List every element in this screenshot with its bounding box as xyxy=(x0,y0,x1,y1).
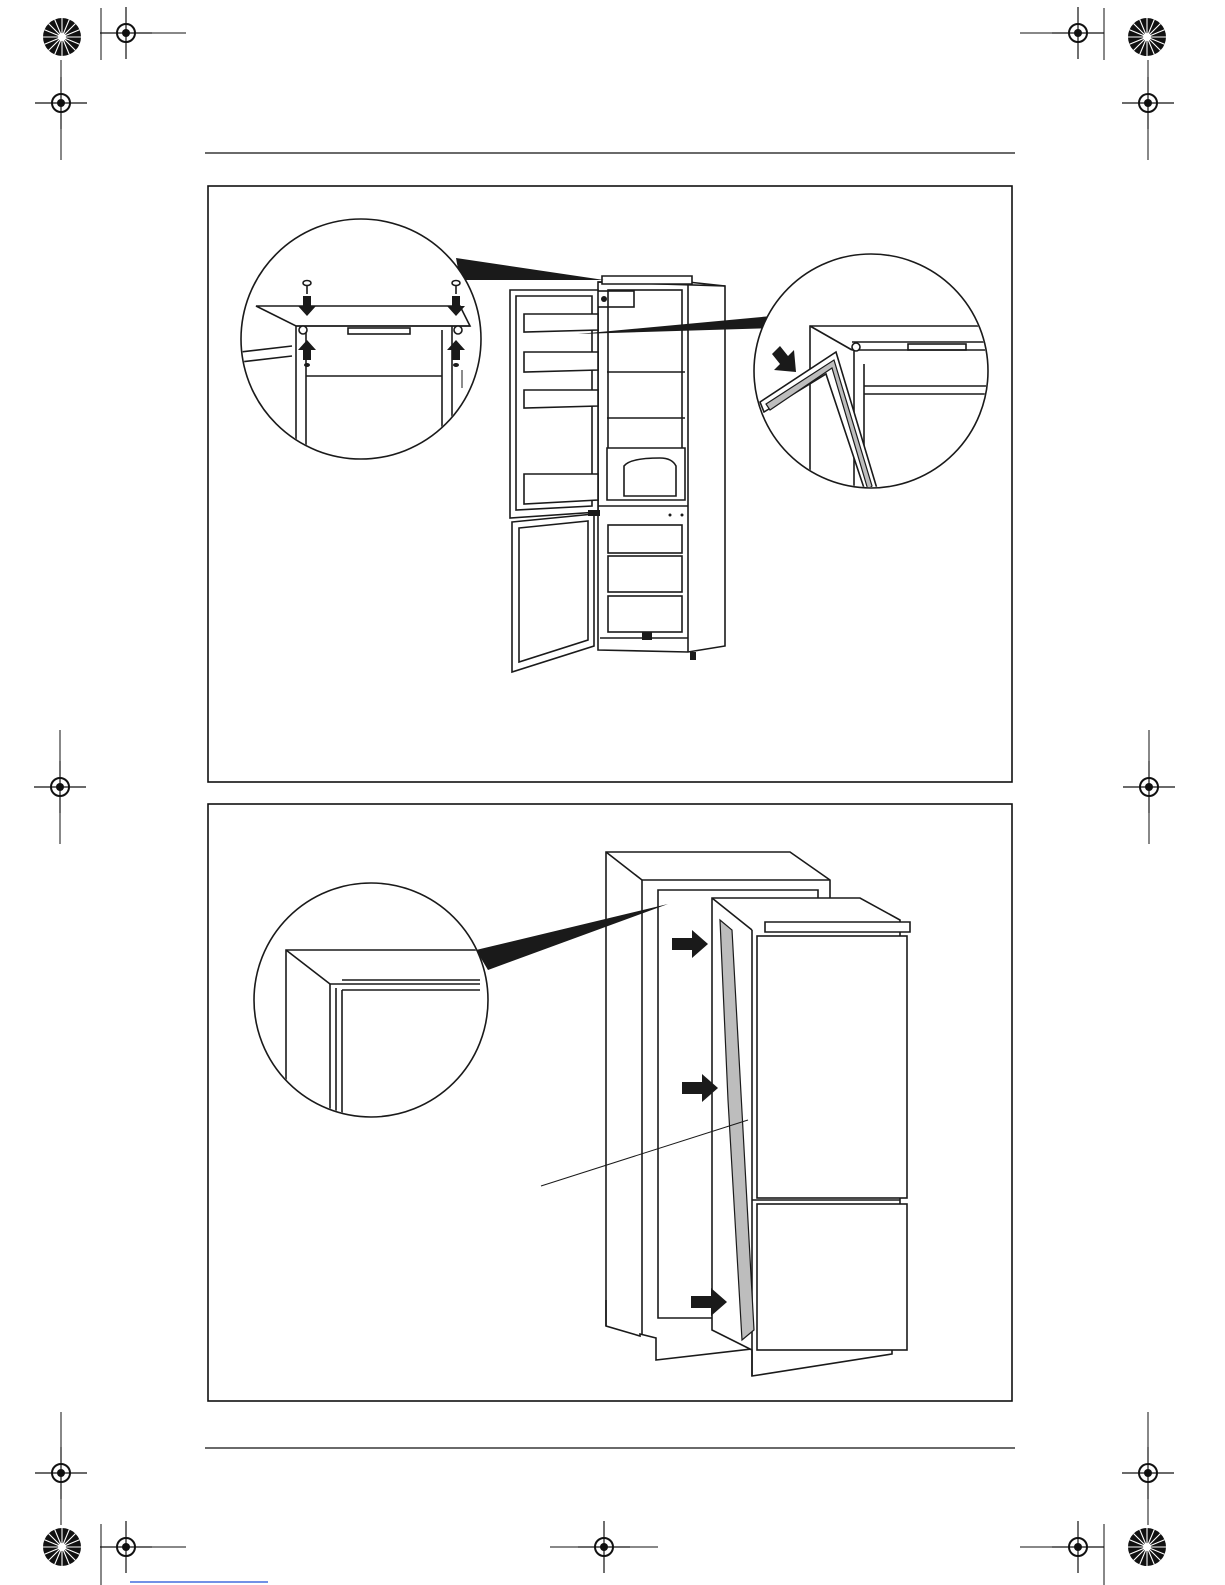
crop-marks xyxy=(34,7,1175,1585)
callout-wedge-left xyxy=(456,258,604,280)
figure-1-panel xyxy=(208,186,1012,782)
freezer-drawer-3 xyxy=(608,596,682,632)
nut-icon xyxy=(453,363,459,367)
starburst-mark-bottom-right xyxy=(1128,1528,1166,1566)
lower-hinge xyxy=(642,632,652,640)
starburst-mark-bottom-left xyxy=(43,1528,81,1566)
freezer-drawer-1 xyxy=(608,525,682,553)
middle-hinge xyxy=(588,510,600,516)
figure-2-panel xyxy=(208,804,1012,1401)
door-bin-2 xyxy=(524,352,598,372)
built-in-appliance xyxy=(712,898,910,1376)
door-bin-4 xyxy=(524,474,598,504)
door-bin-1 xyxy=(524,314,598,332)
crisper-drawer xyxy=(607,448,685,500)
open-fridge-freezer xyxy=(510,276,725,672)
freezer-door xyxy=(512,514,594,672)
nut-icon xyxy=(304,363,310,367)
starburst-mark-top-right xyxy=(1128,18,1166,56)
starburst-mark-top-left xyxy=(43,18,81,56)
fridge-door-panel xyxy=(757,936,907,1198)
freezer-drawer-2 xyxy=(608,556,682,592)
door-seal-corner-detail xyxy=(754,254,1000,500)
top-trim xyxy=(765,922,910,932)
foot xyxy=(690,652,696,660)
top-cover-screws-detail xyxy=(240,219,481,470)
door-bin-3 xyxy=(524,390,598,408)
freezer-door-panel xyxy=(757,1204,907,1350)
cabinet-corner-detail xyxy=(254,883,488,1130)
